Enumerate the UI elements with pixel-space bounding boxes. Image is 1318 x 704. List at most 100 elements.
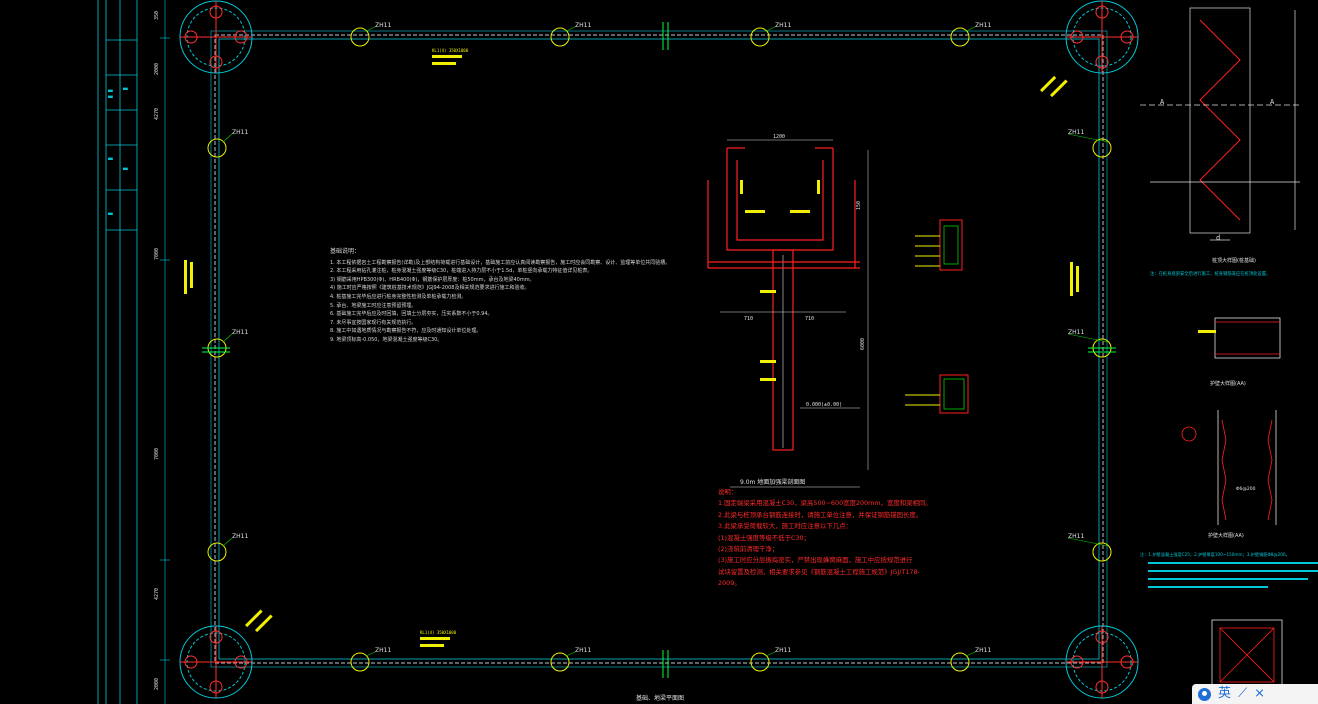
dim-e: 4270 [154, 588, 160, 600]
pile-leader-line [1067, 537, 1109, 547]
annotation-bottom: KL1(4) 350X1000 [420, 630, 457, 635]
pile-circle[interactable] [1092, 542, 1112, 562]
pile-label: ZH11 [1068, 129, 1084, 136]
pile-leader-line [965, 651, 976, 657]
pile-leader-line [222, 333, 233, 343]
wall-protection-detail[interactable] [1181, 410, 1277, 525]
pile-circle[interactable] [1092, 138, 1112, 158]
red-note-line: 2.此梁与桩顶承台钢筋连接时，请施工单位注意，并保证钢筋锚固长度。 [718, 510, 923, 519]
left-dimensions [160, 0, 170, 704]
corner-pile-groups[interactable] [179, 0, 1139, 699]
bottom-right-detail[interactable] [1211, 619, 1283, 691]
pile-label: ZH11 [975, 647, 991, 654]
section-notes-title: 说明： [718, 488, 738, 496]
title-block-ticks: ■■■■■■ ■■■■■■ [108, 86, 128, 216]
pile-leader-line [765, 26, 776, 32]
red-note-line: (3)施工时应分层振捣密实，严禁出现蜂窝麻面，施工中应按规范进行 [718, 556, 913, 565]
svg-text:■■: ■■ [108, 156, 113, 161]
pile-leader-line [222, 537, 233, 547]
pile-group-bottom-right [1065, 625, 1139, 699]
svg-text:A: A [1160, 98, 1165, 106]
pile-circle[interactable] [207, 542, 227, 562]
pile-leader-line [965, 26, 976, 32]
pile-group-bottom-left [179, 625, 253, 699]
note-line: 4) 施工时应严格按照《建筑桩基技术规范》JGJ94-2008及相关规范要求进行… [330, 285, 530, 292]
pile-group-top-left [179, 0, 253, 74]
pile-label: ZH11 [232, 533, 248, 540]
section-rebar-tags [740, 180, 820, 381]
red-note-line: (1)混凝土强度等级不低于C30； [718, 533, 810, 542]
pile-group-top-right [1065, 0, 1139, 74]
svg-text:■■: ■■ [123, 86, 128, 91]
note-line: 1. 本工程依据岩土工程勘察报告(详勘)及上部结构荷载进行基础设计，基础施工前应… [330, 259, 671, 266]
beam-section-detail[interactable] [707, 147, 860, 451]
svg-text:1200: 1200 [773, 134, 785, 140]
ime-mode-icon[interactable]: ⟋ [1238, 686, 1248, 701]
svg-text:6000: 6000 [860, 338, 866, 350]
note-line: 3) 钢筋采用HPB300(Φ)、HRB400(Φ)，钢筋保护层厚度：桩50mm… [330, 276, 535, 283]
pile-top-detail[interactable] [1140, 7, 1300, 241]
left-dimension-text: 350 2000 4270 7000 7000 4270 2000 [154, 11, 160, 690]
pile-label: ZH11 [232, 129, 248, 136]
dim-c: 7000 [154, 248, 160, 260]
red-note-line: 3.此梁承受荷载较大，施工时应注意以下几点： [718, 522, 852, 531]
detail-title-3: 护壁大样图(AA) [1208, 532, 1244, 539]
foundation-notes-title: 基础说明： [330, 248, 361, 255]
pile-circle[interactable] [350, 27, 370, 47]
svg-text:d: d [1216, 234, 1220, 242]
break-marks [202, 22, 1116, 678]
pile-leader-line [222, 133, 233, 143]
pile-leader-line [1067, 133, 1109, 143]
pile-circle[interactable] [550, 652, 570, 672]
beam-annotations: KL1(4) 350X1000 KL1(4) 350X1000 [184, 48, 1079, 647]
user-avatar-icon[interactable] [1198, 687, 1211, 701]
ring-section-detail[interactable] [1214, 317, 1281, 359]
foundation-notes: 基础说明： 1. 本工程依据岩土工程勘察报告(详勘)及上部结构荷载进行基础设计，… [330, 248, 700, 345]
note-line: 7. 未尽事宜按国家现行有关规范执行。 [330, 319, 417, 326]
plan-title: 基础、地梁平面图 [636, 694, 684, 702]
pile-label: ZH11 [575, 22, 591, 29]
ime-close-icon[interactable]: ⨯ [1254, 686, 1266, 701]
svg-text:A: A [1270, 98, 1275, 106]
pile-label: ZH11 [975, 22, 991, 29]
pile-label: ZH11 [232, 329, 248, 336]
dim-f: 2000 [154, 678, 160, 690]
pile-circle[interactable] [750, 27, 770, 47]
ime-language-toggle[interactable]: 英 [1218, 686, 1232, 701]
pile-label: ZH11 [775, 647, 791, 654]
detail-note-3: 注：1.护壁混凝土强度C25；2.护壁厚度100~150mm；3.护壁钢筋Φ8@… [1140, 551, 1290, 558]
svg-text:150: 150 [856, 201, 862, 210]
section-dimension-text: 1200 150 710 710 6000 0.000(±0.00) [744, 134, 866, 408]
note-line: 4. 桩基施工完毕后应进行桩身完整性检测及单桩承载力检测。 [330, 293, 467, 300]
pile-circle[interactable] [550, 27, 570, 47]
svg-text:710: 710 [805, 316, 814, 322]
annotation-top: KL1(4) 350X1000 [432, 48, 469, 53]
red-note-line: (2)浇筑前清理干净； [718, 545, 779, 554]
pile-label: ZH11 [375, 22, 391, 29]
red-note-line: 试块留置及检测，相关要求参见《钢筋混凝土工程施工规范》JGJ/T178- [718, 567, 920, 576]
note-line: 6. 基础施工完毕后应及时回填，回填土分层夯实，压实系数不小于0.94。 [330, 311, 493, 318]
pile-label: ZH11 [375, 647, 391, 654]
elevation-label: 0.000(±0.00) [806, 402, 842, 408]
foundation-beam-frame[interactable] [210, 30, 1108, 668]
section-notes: 说明： 1.固定端梁采用混凝土C30，梁高500~600宽度200mm，宽度和梁… [718, 487, 953, 590]
title-block [97, 0, 138, 704]
pile-leader-line [565, 651, 576, 657]
column-section-b[interactable] [905, 374, 969, 414]
pile-circle[interactable] [950, 27, 970, 47]
stirrup-label: Φ6@200 [1236, 486, 1256, 492]
pile-leader-line [365, 26, 376, 32]
pile-circle[interactable] [207, 138, 227, 158]
pile-circle[interactable] [350, 652, 370, 672]
note-line: 2. 本工程采用钻孔灌注桩，桩身混凝土强度等级C30，桩端进入持力层不小于1.5… [330, 268, 593, 275]
section-dimension-lines [720, 139, 869, 470]
svg-text:710: 710 [744, 316, 753, 322]
column-section-a[interactable] [915, 219, 963, 271]
red-note-line: 2009。 [718, 579, 741, 588]
ime-toolbar[interactable]: 英 ⟋ ⨯ [1192, 684, 1318, 704]
detail-note-1: 注：在桩身底部安全后进行施工，桩身钢筋笼应在桩顶处设置。 [1150, 270, 1270, 277]
pile-circle[interactable] [950, 652, 970, 672]
pile-circle[interactable] [750, 652, 770, 672]
